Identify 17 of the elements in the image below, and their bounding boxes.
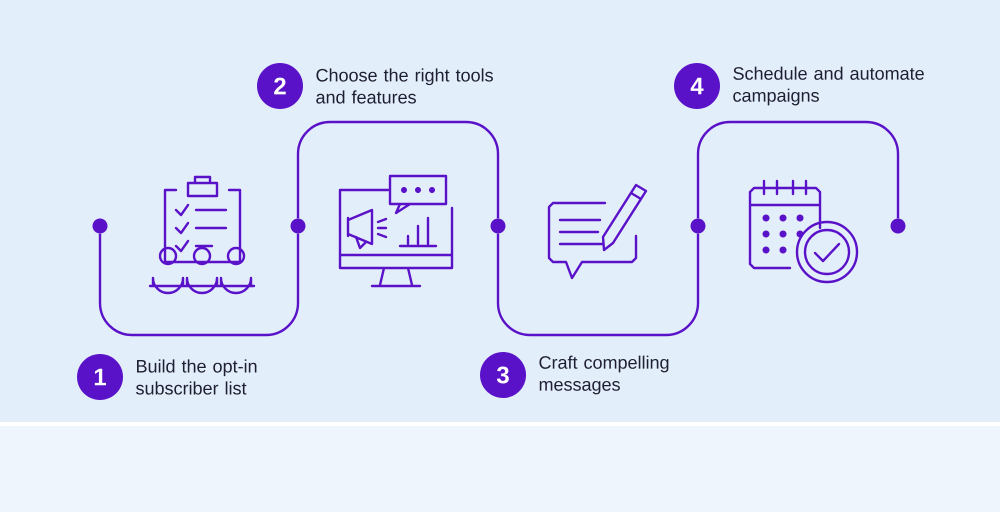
path-dot	[690, 218, 706, 234]
step-label: Build the opt-in subscriber list	[136, 359, 256, 395]
connector-line	[98, 234, 300, 336]
step-number: 2	[257, 63, 303, 109]
connector-line	[696, 120, 900, 218]
path-dot	[490, 218, 506, 234]
step-number: 3	[480, 352, 526, 398]
step-label: Schedule and automate campaigns	[733, 66, 924, 106]
path-dot	[92, 218, 108, 234]
path-dot	[290, 218, 306, 234]
connector-line	[496, 234, 700, 336]
step-number: 4	[674, 63, 720, 109]
step-label: Craft compelling messages	[539, 356, 668, 394]
path-dot	[890, 218, 906, 234]
connector-line	[296, 120, 500, 218]
step-number: 1	[77, 354, 123, 400]
step-label: Choose the right tools and features	[316, 68, 493, 104]
